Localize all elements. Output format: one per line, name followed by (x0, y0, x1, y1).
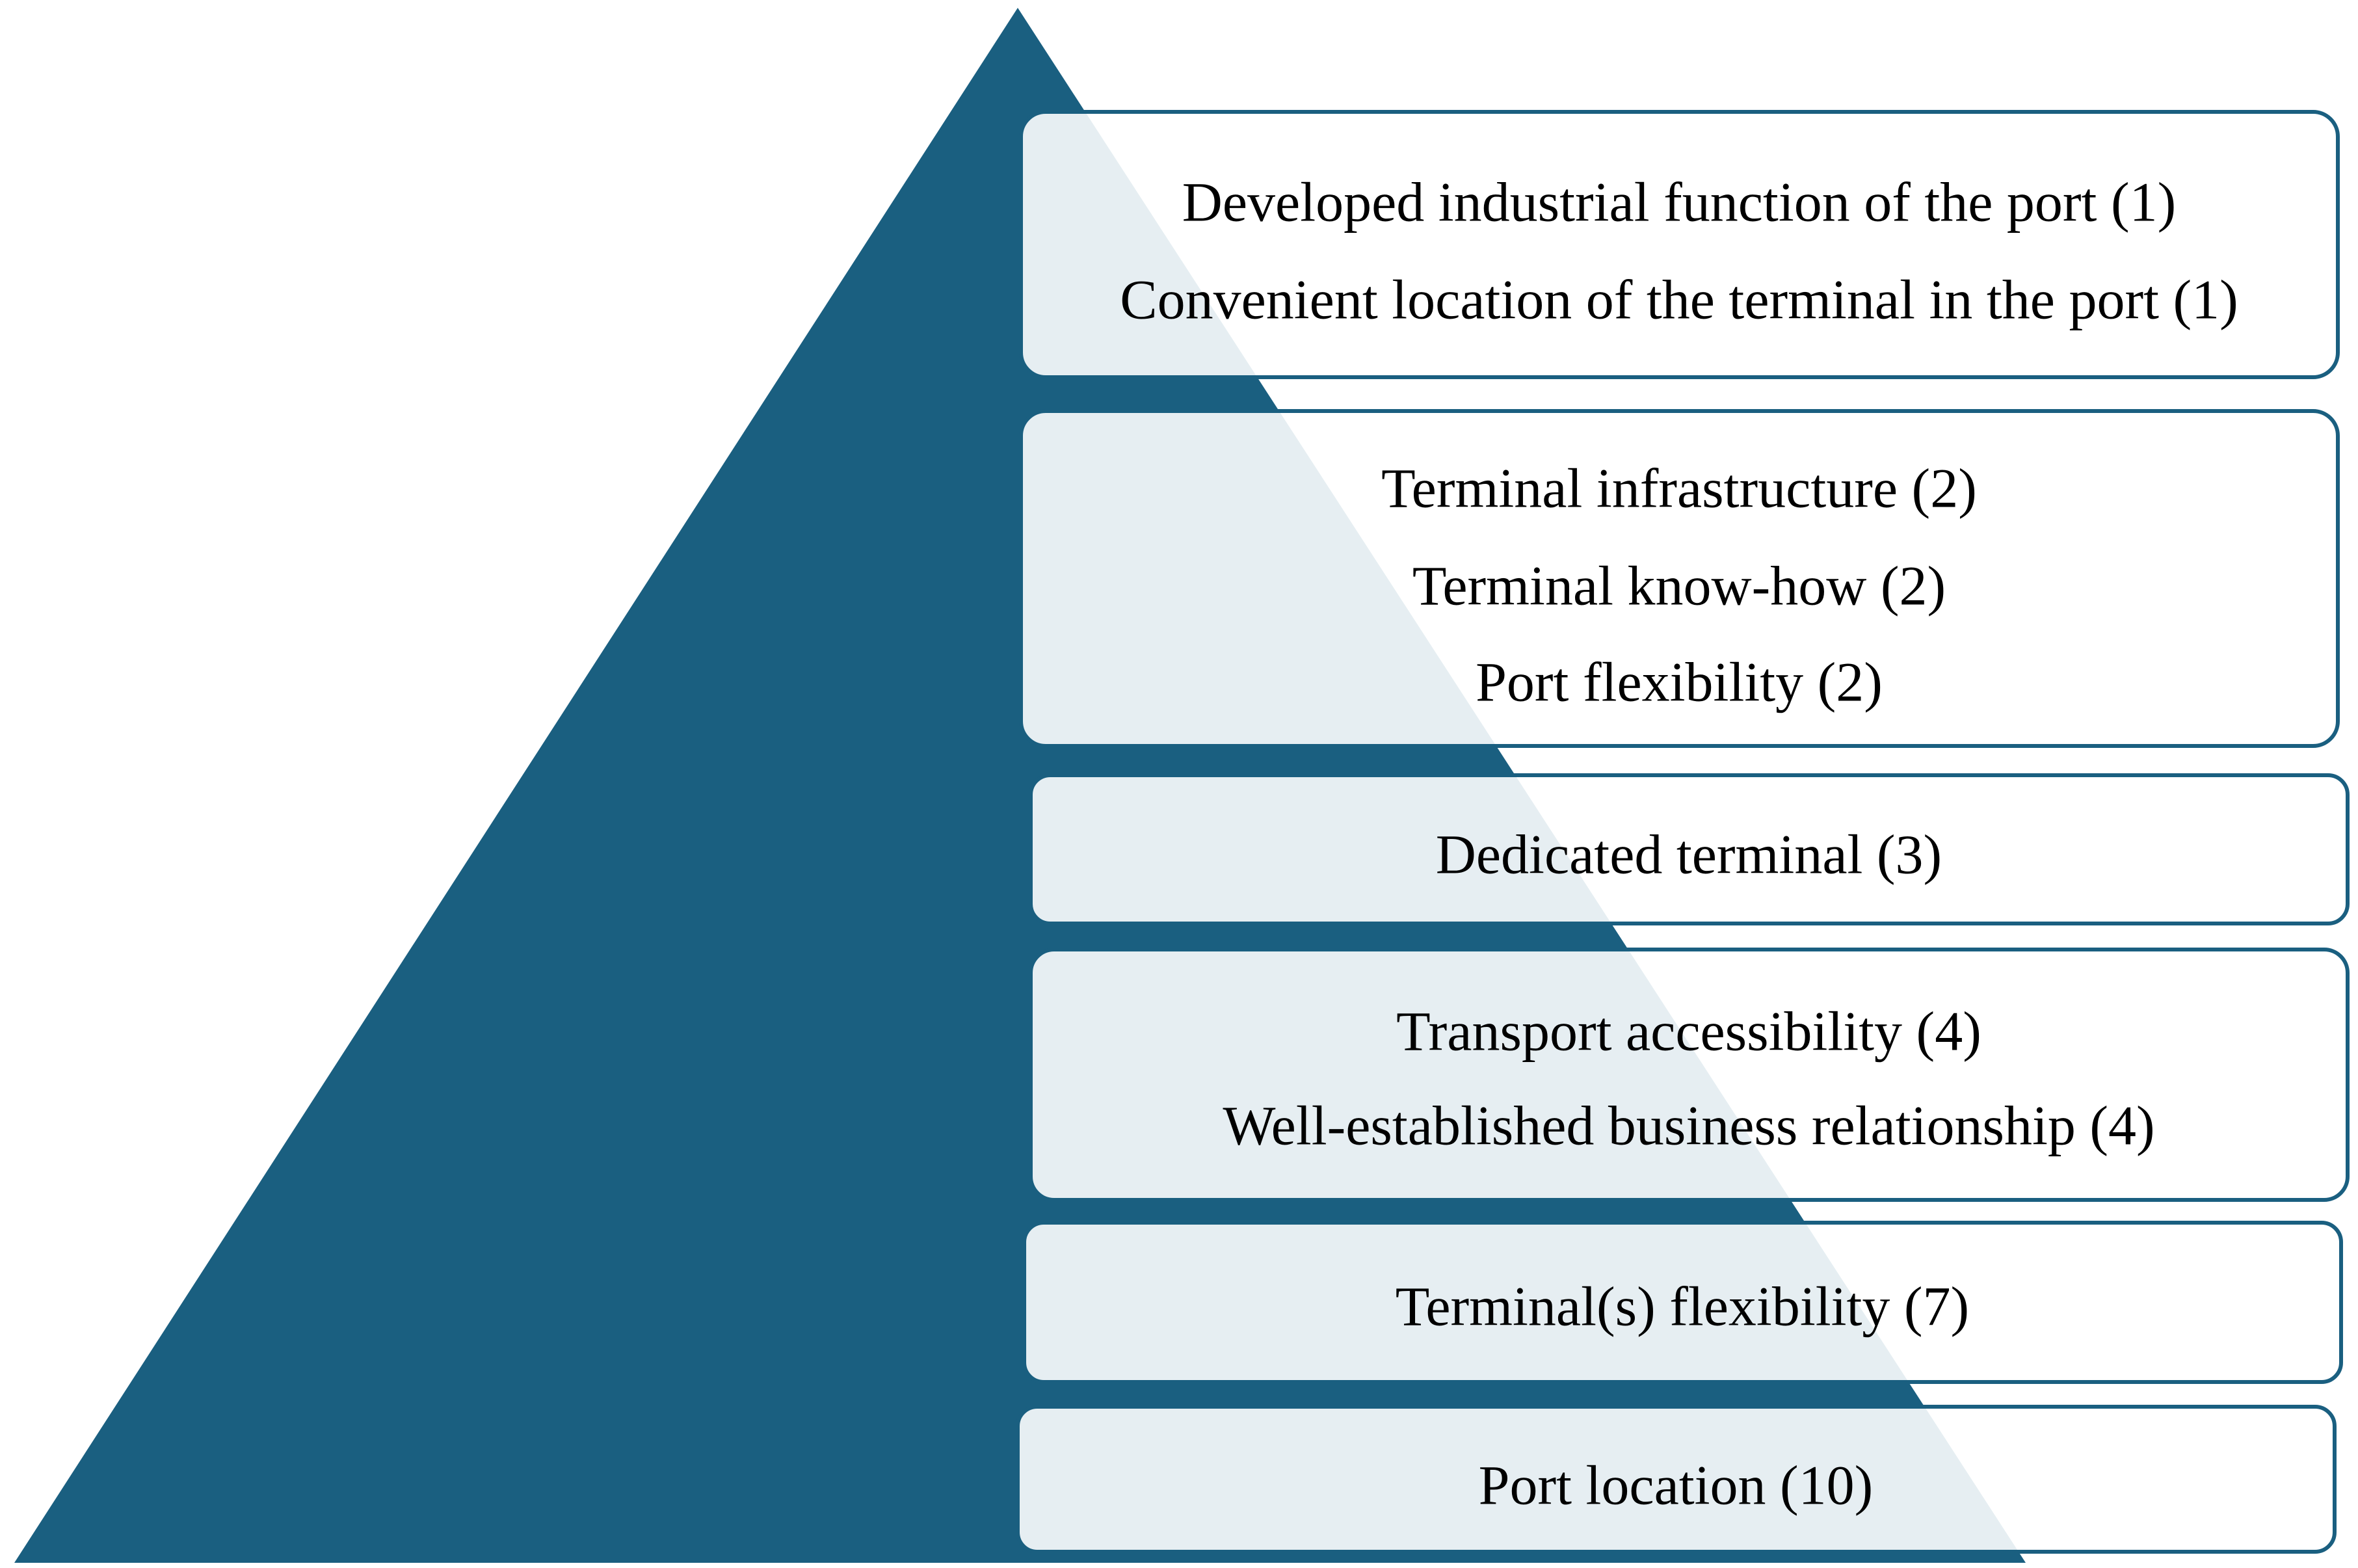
tier-3-factor-1: Dedicated terminal (3) (1436, 823, 1942, 886)
tier-2-factor-2: Terminal know-how (2) (1412, 555, 1946, 617)
tier-2-factor-1: Terminal infrastructure (2) (1381, 457, 1977, 520)
tier-4-factor-1: Transport accessibility (4) (1396, 1000, 1981, 1063)
tier-box-4: Transport accessibility (4) Well-establi… (1029, 948, 2350, 1202)
tier-box-6: Port location (10) (1016, 1405, 2337, 1554)
tier-box-5: Terminal(s) flexibility (7) (1022, 1221, 2343, 1384)
tier-1-factor-1: Developed industrial function of the por… (1182, 171, 2176, 233)
tier-box-3: Dedicated terminal (3) (1029, 773, 2350, 925)
tier-2-factor-3: Port flexibility (2) (1476, 651, 1883, 713)
tier-box-2: Terminal infrastructure (2) Terminal kno… (1019, 409, 2340, 748)
tier-4-factor-2: Well-established business relationship (… (1223, 1095, 2154, 1157)
tier-1-factor-2: Convenient location of the terminal in t… (1120, 269, 2238, 331)
tier-6-factor-1: Port location (10) (1479, 1454, 1874, 1517)
tier-5-factor-1: Terminal(s) flexibility (7) (1396, 1275, 1969, 1338)
tier-box-1: Developed industrial function of the por… (1019, 110, 2340, 379)
